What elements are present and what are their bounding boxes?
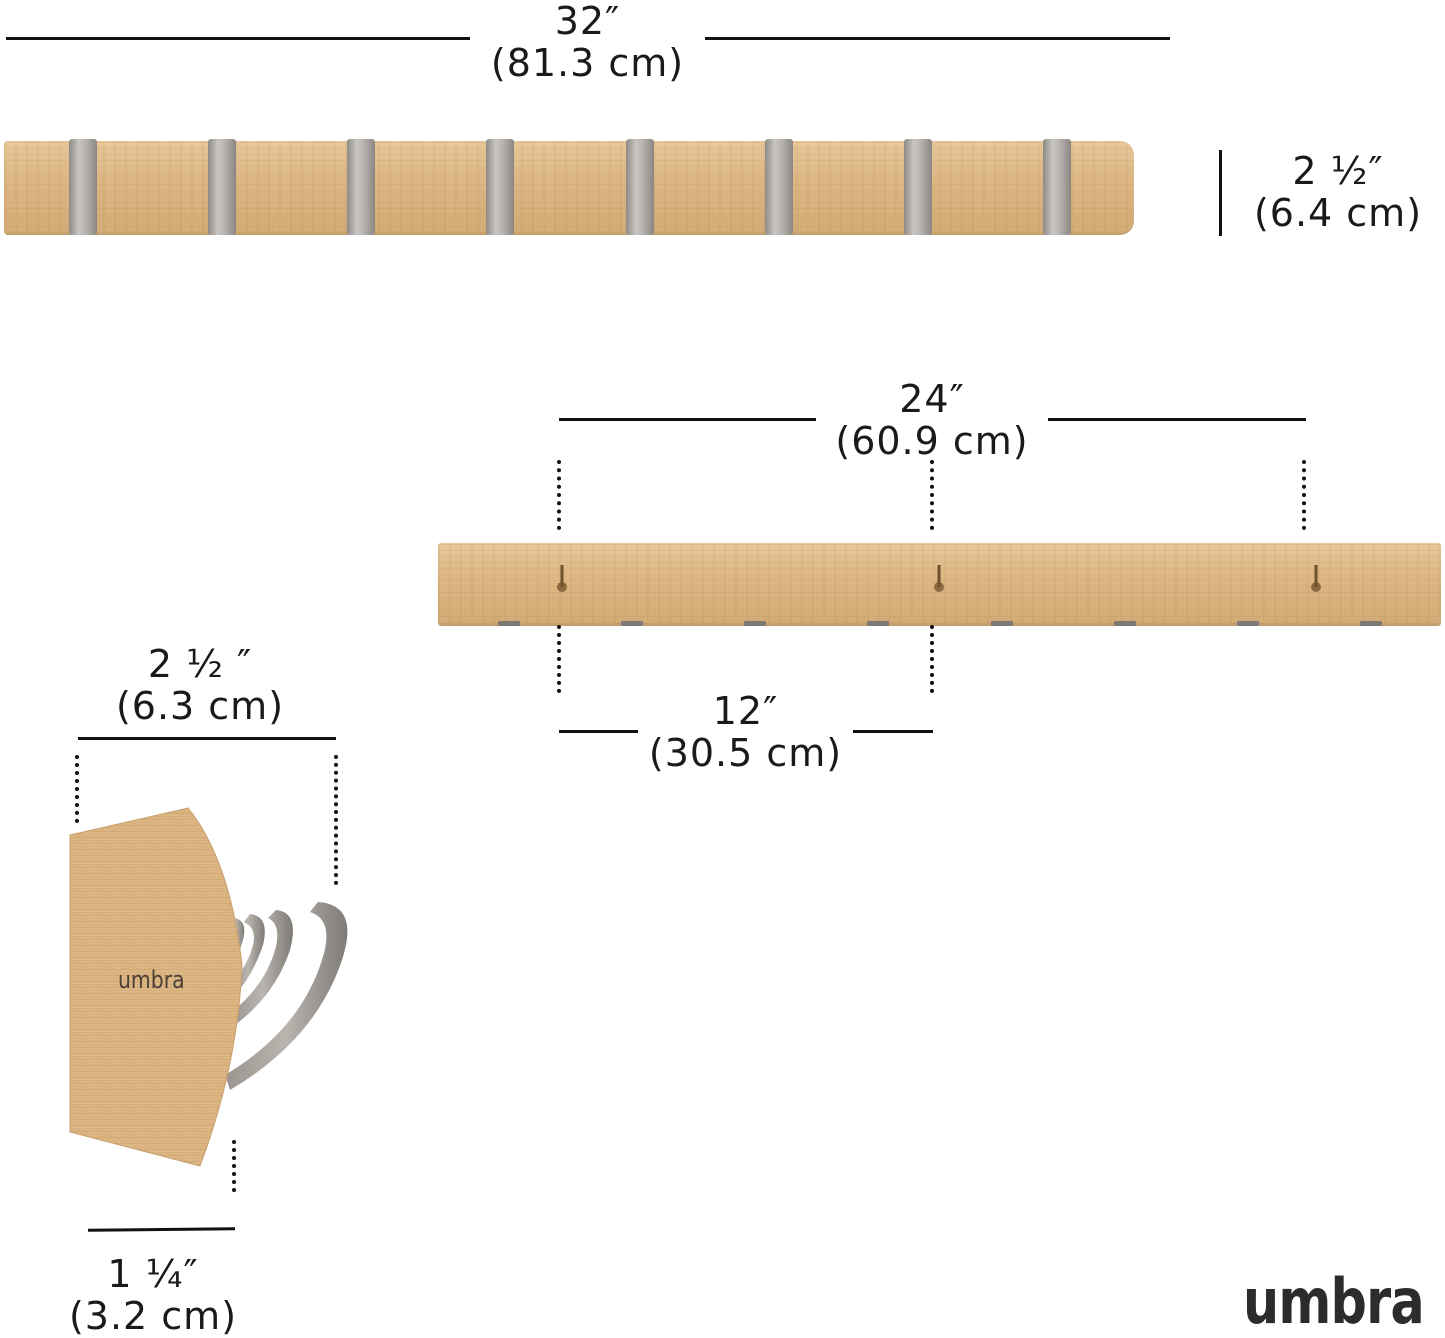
side-depth-cm: (6.3 cm): [115, 684, 285, 728]
back-half-line-right: [853, 730, 933, 733]
back-dots-right-top: [1302, 460, 1310, 530]
side-depth-label: 2 ½ ″ (6.3 cm): [100, 643, 300, 727]
keyhole-2: [934, 565, 944, 592]
hook-2: [208, 139, 236, 235]
hook-3: [347, 139, 375, 235]
top-height-cm: (6.4 cm): [1253, 191, 1423, 235]
top-width-line-left: [6, 37, 470, 40]
top-width-inches: 32″: [554, 0, 621, 43]
back-span-label: 24″ (60.9 cm): [816, 378, 1048, 462]
back-span-cm: (60.9 cm): [835, 419, 1029, 463]
coat-rack-back: [438, 543, 1441, 626]
side-dots-left: [75, 755, 83, 823]
side-base-line: [87, 1227, 236, 1232]
hook-4: [486, 139, 514, 235]
hook-7: [904, 139, 932, 235]
back-span-line-right: [1048, 418, 1306, 421]
side-base-inches: 1 ¼″: [107, 1252, 199, 1296]
side-wood-body: [69, 807, 243, 1167]
keyhole-3: [1311, 565, 1321, 592]
side-depth-inches: 2 ½ ″: [147, 642, 253, 686]
brand-logo: umbra: [1243, 1265, 1425, 1338]
top-height-line: [1219, 150, 1222, 236]
back-span-line-left: [559, 418, 816, 421]
top-width-line-right: [705, 37, 1170, 40]
back-dots-middle-bottom: [930, 625, 938, 693]
hook-tab-4: [867, 621, 889, 626]
side-base-cm: (3.2 cm): [68, 1294, 238, 1338]
hook-6: [765, 139, 793, 235]
hook-8: [1043, 139, 1071, 235]
side-depth-line: [78, 737, 336, 740]
hook-5: [626, 139, 654, 235]
side-logo-text: umbra: [118, 966, 185, 994]
top-width-cm: (81.3 cm): [490, 41, 685, 85]
hook-tab-6: [1114, 621, 1136, 626]
back-half-label: 12″ (30.5 cm): [638, 690, 853, 774]
hook-tab-1: [498, 621, 520, 626]
top-height-label: 2 ½″ (6.4 cm): [1240, 150, 1436, 234]
back-dots-left-bottom: [557, 625, 565, 693]
hook-tab-8: [1360, 621, 1382, 626]
back-half-line-left: [559, 730, 638, 733]
back-dots-left-top: [557, 460, 565, 530]
hook-tab-5: [991, 621, 1013, 626]
back-half-inches: 12″: [712, 689, 779, 733]
hook-1: [69, 139, 97, 235]
back-span-inches: 24″: [899, 377, 965, 421]
hook-tab-7: [1237, 621, 1259, 626]
side-base-label: 1 ¼″ (3.2 cm): [50, 1253, 256, 1337]
side-dots-right: [334, 755, 342, 885]
top-height-inches: 2 ½″: [1292, 149, 1384, 193]
keyhole-1: [557, 565, 567, 592]
side-dots-bottom: [232, 1140, 240, 1192]
back-half-cm: (30.5 cm): [648, 731, 843, 775]
back-dots-middle-top: [930, 460, 938, 530]
top-width-label: 32″ (81.3 cm): [470, 0, 705, 84]
hook-tab-2: [621, 621, 643, 626]
coat-rack-front: [4, 139, 1134, 235]
hook-arms: [225, 902, 348, 1090]
hook-tab-3: [744, 621, 766, 626]
side-profile: [69, 807, 348, 1167]
